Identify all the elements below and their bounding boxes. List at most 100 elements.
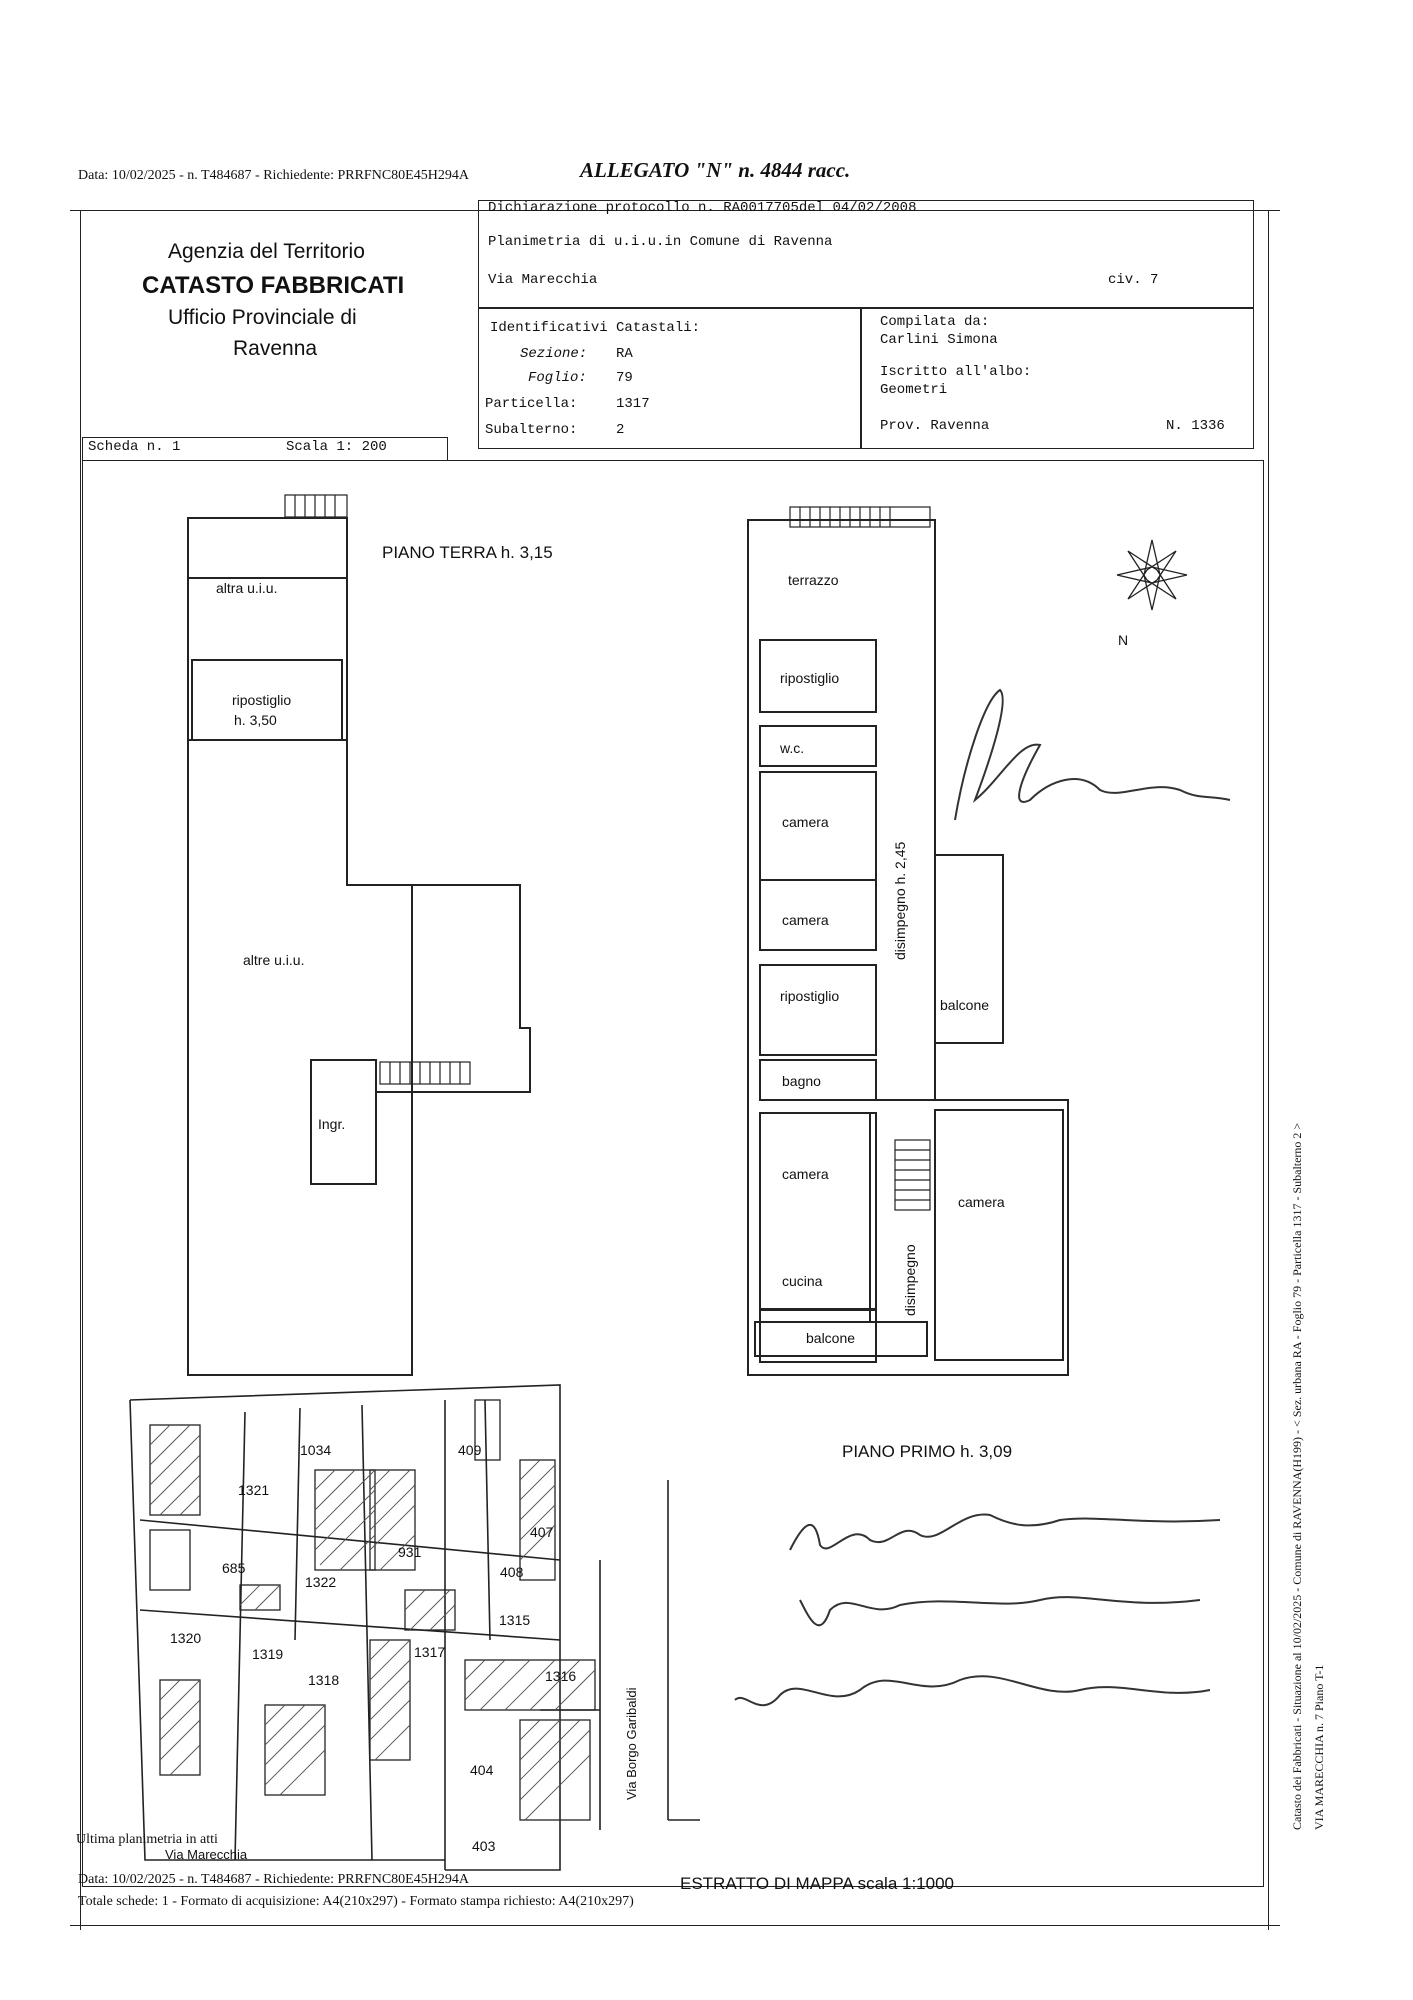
map-hatched-buildings xyxy=(149,1399,596,1821)
identificativi-title: Identificativi Catastali: xyxy=(490,320,701,336)
room-label-altra-uiu: altra u.i.u. xyxy=(216,580,278,596)
drawing-frame xyxy=(82,460,1264,1887)
compilata-box xyxy=(860,307,1254,449)
parcel-1317: 1317 xyxy=(414,1644,446,1660)
parcel-1322: 1322 xyxy=(305,1574,337,1590)
allegato-stamp: ALLEGATO "N" n. 4844 racc. xyxy=(580,158,851,182)
room-label-ripostiglio-1: ripostiglio xyxy=(780,670,840,686)
top-request-line: Data: 10/02/2025 - n. T484687 - Richiede… xyxy=(78,168,469,183)
room-label-cucina: cucina xyxy=(782,1273,823,1289)
agency-office: Ufficio Provinciale di xyxy=(168,306,357,329)
room-label-altre-uiu: altre u.i.u. xyxy=(243,952,305,968)
room-label-ripostiglio-height: h. 3,50 xyxy=(234,712,277,728)
province-text: Prov. Ravenna xyxy=(880,418,990,434)
compilata-title: Compilata da: xyxy=(880,314,990,330)
via-text: Via Marecchia xyxy=(488,272,598,288)
compilata-name: Carlini Simona xyxy=(880,332,998,348)
parcel-1034: 1034 xyxy=(300,1442,332,1458)
planimetria-text: Planimetria di u.i.u.in Comune di Ravenn… xyxy=(488,234,833,250)
room-label-disimpegno-top: disimpegno h. 2,45 xyxy=(892,841,908,960)
street-via-marecchia: Via Marecchia xyxy=(165,1847,248,1862)
room-label-disimpegno-bottom: disimpegno xyxy=(902,1244,918,1316)
parcel-1319: 1319 xyxy=(252,1646,284,1662)
foglio-value: 79 xyxy=(616,370,633,386)
ground-floor-outline xyxy=(187,517,348,579)
room-label-ripostiglio: ripostiglio xyxy=(232,692,292,708)
civico-text: civ. 7 xyxy=(1108,272,1159,288)
identificativi-box xyxy=(478,307,862,449)
parcel-685: 685 xyxy=(222,1560,246,1576)
bagno-room xyxy=(759,1059,877,1101)
scheda-number: Scheda n. 1 xyxy=(88,439,181,455)
frame-top-line xyxy=(70,210,1280,211)
parcel-408: 408 xyxy=(500,1564,524,1580)
sezione-label: Sezione: xyxy=(520,346,588,362)
room-label-camera-2: camera xyxy=(782,912,829,928)
camera-2-room xyxy=(759,879,877,951)
frame-left-line xyxy=(80,210,81,1930)
particella-label: Particella: xyxy=(485,396,578,412)
frame-right-line xyxy=(1268,210,1269,1930)
stairs-first-inner xyxy=(894,1139,931,1211)
parcel-1321: 1321 xyxy=(238,1482,270,1498)
room-label-wc: w.c. xyxy=(780,740,805,756)
parcel-407: 407 xyxy=(530,1524,554,1540)
parcel-404: 404 xyxy=(470,1762,494,1778)
parcel-1316: 1316 xyxy=(545,1668,577,1684)
agency-city: Ravenna xyxy=(233,337,318,360)
foglio-label: Foglio: xyxy=(528,370,587,386)
room-label-terrazzo: terrazzo xyxy=(788,572,839,588)
first-floor-title: PIANO PRIMO h. 3,09 xyxy=(842,1442,1013,1461)
stairs-ground-top xyxy=(284,494,348,518)
cucina-room xyxy=(759,1309,877,1363)
hatching xyxy=(149,1424,596,1821)
particella-value: 1317 xyxy=(616,396,650,412)
parcel-1320: 1320 xyxy=(170,1630,202,1646)
stairs-ground-entry xyxy=(379,1061,471,1085)
subalterno-value: 2 xyxy=(616,422,625,438)
balcone-bottom xyxy=(754,1321,928,1357)
iscritto-label: Iscritto all'albo: xyxy=(880,364,1032,380)
albo-value: Geometri xyxy=(880,382,948,398)
room-label-camera-3: camera xyxy=(782,1166,829,1182)
dichiarazione-text: Dichiarazione protocollo n. RA0017705del… xyxy=(488,200,917,216)
parcel-931: 931 xyxy=(398,1544,422,1560)
sezione-value: RA xyxy=(616,346,633,362)
north-arrow xyxy=(1116,539,1188,611)
room-label-bagno: bagno xyxy=(782,1073,821,1089)
stairs-first-top xyxy=(789,506,931,528)
albo-number: N. 1336 xyxy=(1166,418,1225,434)
side-address-text: VIA MARECCHIA n. 7 Piano T-1 xyxy=(1312,1664,1326,1830)
north-label: N xyxy=(1118,632,1129,648)
parcel-1315: 1315 xyxy=(499,1612,531,1628)
room-label-balcone-bottom: balcone xyxy=(806,1330,856,1346)
room-label-ripostiglio-2: ripostiglio xyxy=(780,988,840,1004)
side-catasto-text: Catasto dei Fabbricati - Situazione al 1… xyxy=(1290,1122,1304,1830)
frame-bottom-line xyxy=(70,1925,1280,1926)
agency-catasto: CATASTO FABBRICATI xyxy=(142,272,405,299)
signature-scribbles xyxy=(734,688,1231,1707)
parcel-1318: 1318 xyxy=(308,1672,340,1688)
wc-room xyxy=(759,725,877,767)
agency-name: Agenzia del Territorio xyxy=(168,240,365,263)
ripostiglio-2-room xyxy=(759,964,877,1056)
footer-ultima-planimetria: Ultima planimetria in atti xyxy=(76,1832,218,1847)
room-label-ingresso: Ingr. xyxy=(318,1116,346,1132)
room-label-balcone-side: balcone xyxy=(940,997,990,1013)
subalterno-label: Subalterno: xyxy=(485,422,578,438)
declaration-box xyxy=(478,200,1254,309)
ground-floor-title: PIANO TERRA h. 3,15 xyxy=(382,543,553,562)
map-extract xyxy=(129,1384,700,1871)
balcone-side xyxy=(934,854,1004,1044)
ripostiglio-1-room xyxy=(759,639,877,713)
room-label-camera-4: camera xyxy=(958,1194,1005,1210)
footer-request-line: Data: 10/02/2025 - n. T484687 - Richiede… xyxy=(78,1872,469,1887)
parcel-403: 403 xyxy=(472,1838,496,1854)
street-via-borgo-garibaldi: Via Borgo Garibaldi xyxy=(624,1687,639,1801)
scheda-box xyxy=(82,437,448,461)
room-label-camera-1: camera xyxy=(782,814,829,830)
footer-format-line: Totale schede: 1 - Formato di acquisizio… xyxy=(78,1894,634,1909)
camera-4-room xyxy=(934,1109,1064,1361)
